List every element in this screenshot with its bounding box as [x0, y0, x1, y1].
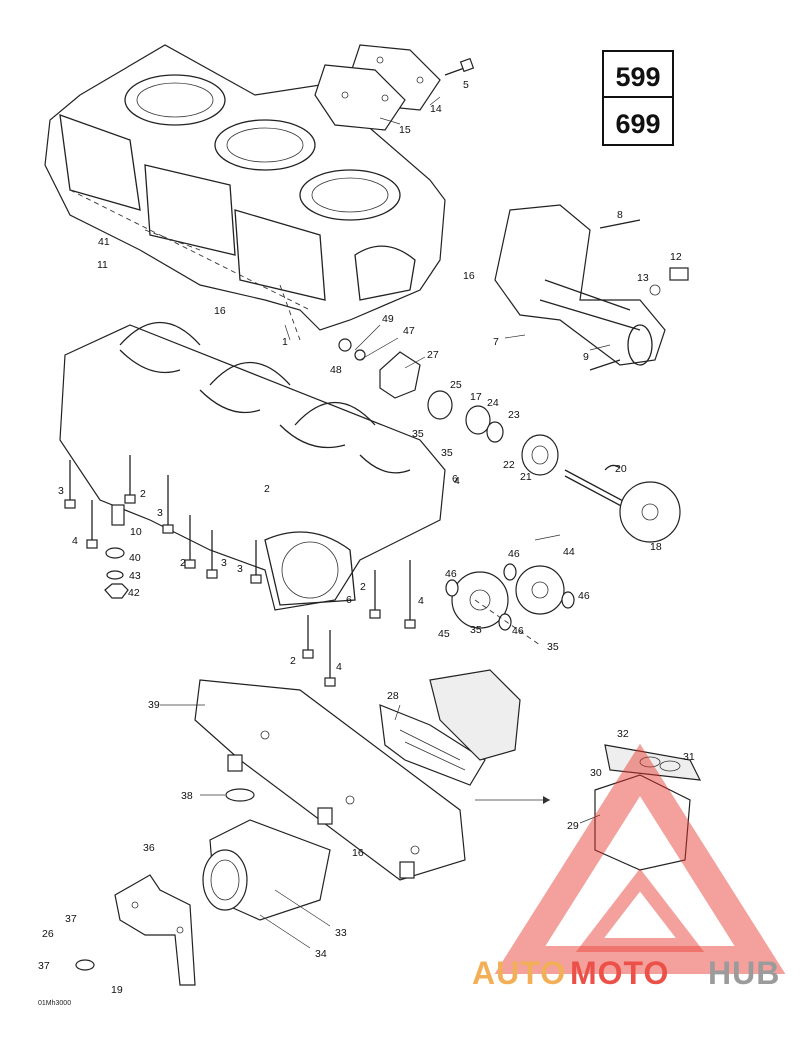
callout-45: 45 [438, 628, 450, 640]
assembly-lines [279, 284, 550, 804]
callout-3: 3 [58, 485, 64, 497]
callout-16: 16 [352, 847, 364, 859]
callout-10: 10 [130, 526, 142, 538]
callout-4: 4 [72, 535, 78, 547]
lower-crankcase [59, 322, 446, 611]
callout-29: 29 [567, 820, 579, 832]
bracket-36 [75, 874, 196, 986]
callout-38: 38 [181, 790, 193, 802]
callout-15: 15 [399, 124, 411, 136]
callout-46: 46 [578, 590, 590, 602]
impeller-shaft-group [338, 338, 681, 543]
callout-17: 17 [470, 391, 482, 403]
callout-7: 7 [493, 336, 499, 348]
callout-1: 1 [282, 336, 288, 348]
callout-20: 20 [615, 463, 627, 475]
callout-35: 35 [441, 447, 453, 459]
callout-40: 40 [129, 552, 141, 564]
callout-6: 6 [452, 473, 458, 485]
callout-43: 43 [129, 570, 141, 582]
callout-46: 46 [445, 568, 457, 580]
carburetor-flange [202, 788, 331, 921]
callout-16: 16 [214, 305, 226, 317]
callout-24: 24 [487, 397, 499, 409]
callout-32: 32 [617, 728, 629, 740]
callout-27: 27 [427, 349, 439, 361]
callout-21: 21 [520, 471, 532, 483]
model-box: 599 699 [602, 50, 674, 146]
callout-37: 37 [38, 960, 50, 972]
callout-34: 34 [315, 948, 327, 960]
watermark-logo: AUTO MOTO HUB [472, 743, 786, 991]
callout-33: 33 [335, 927, 347, 939]
leader-lines [160, 96, 611, 949]
callout-5: 5 [463, 79, 469, 91]
callout-48: 48 [330, 364, 342, 376]
cover-plate [314, 44, 441, 131]
watermark-moto: MOTO [570, 955, 669, 991]
callout-4: 4 [454, 475, 460, 487]
callout-46: 46 [512, 625, 524, 637]
callout-44: 44 [563, 546, 575, 558]
watermark-hub: HUB [708, 955, 780, 991]
drawing-code: 01Mh3000 [38, 1000, 71, 1007]
callout-2: 2 [290, 655, 296, 667]
callout-35: 35 [470, 624, 482, 636]
callout-4: 4 [418, 595, 424, 607]
callout-37: 37 [65, 913, 77, 925]
callout-35: 35 [547, 641, 559, 653]
callout-9: 9 [583, 351, 589, 363]
watermark-auto: AUTO [472, 955, 566, 991]
callout-28: 28 [387, 690, 399, 702]
callout-3: 3 [221, 557, 227, 569]
callout-41: 41 [98, 236, 110, 248]
callout-3: 3 [157, 507, 163, 519]
callout-36: 36 [143, 842, 155, 854]
bolt-set [64, 455, 416, 687]
callout-12: 12 [670, 251, 682, 263]
callout-46: 46 [508, 548, 520, 560]
callout-8: 8 [617, 209, 623, 221]
callout-25: 25 [450, 379, 462, 391]
callout-6: 6 [346, 594, 352, 606]
callout-13: 13 [637, 272, 649, 284]
callout-2: 2 [264, 483, 270, 495]
callout-35: 35 [412, 428, 424, 440]
callout-23: 23 [508, 409, 520, 421]
callout-labels: 1 2 2 2 2 2 3 3 3 3 4 4 4 4 5 6 6 7 8 9 … [38, 79, 695, 996]
gear-pair [445, 563, 575, 631]
callout-22: 22 [503, 459, 515, 471]
callout-14: 14 [430, 103, 442, 115]
callout-4: 4 [336, 661, 342, 673]
reed-assembly-29-32 [594, 744, 702, 871]
intake-manifold [194, 679, 466, 881]
callout-49: 49 [382, 313, 394, 325]
model-699: 699 [615, 109, 660, 139]
callout-31: 31 [683, 751, 695, 763]
callout-11: 11 [97, 259, 108, 271]
model-599: 599 [615, 62, 660, 92]
reed-block-28 [379, 669, 521, 786]
water-pump-housing [494, 204, 689, 371]
callout-2: 2 [360, 581, 366, 593]
callout-2: 2 [180, 557, 186, 569]
callout-19: 19 [111, 984, 123, 996]
callout-30: 30 [590, 767, 602, 779]
bolt-5 [444, 57, 475, 76]
callout-26: 26 [42, 928, 54, 940]
callout-2: 2 [140, 488, 146, 500]
callout-42: 42 [128, 587, 140, 599]
callout-47: 47 [403, 325, 415, 337]
callout-16: 16 [463, 270, 475, 282]
callout-39: 39 [148, 699, 160, 711]
callout-3: 3 [237, 563, 243, 575]
callout-18: 18 [650, 541, 662, 553]
